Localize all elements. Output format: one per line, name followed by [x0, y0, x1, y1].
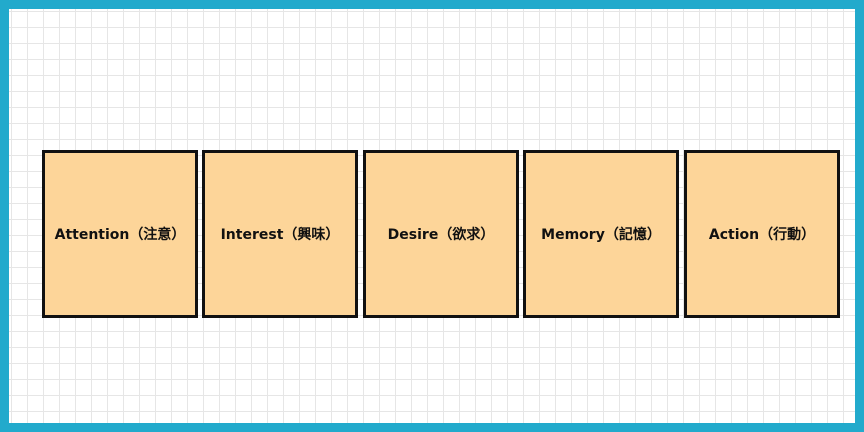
stage-label-action: Action（行動） — [708, 227, 816, 243]
stage-box-interest: Interest（興味） — [202, 150, 358, 318]
stage-box-desire: Desire（欲求） — [363, 150, 519, 318]
stage-box-attention: Attention（注意） — [42, 150, 198, 318]
stage-label-desire: Desire（欲求） — [387, 227, 495, 243]
stage-box-action: Action（行動） — [684, 150, 840, 318]
stage-label-attention: Attention（注意） — [54, 227, 186, 243]
stage-box-memory: Memory（記憶） — [523, 150, 679, 318]
stage-label-memory: Memory（記憶） — [541, 227, 661, 243]
stage-label-interest: Interest（興味） — [220, 227, 340, 243]
